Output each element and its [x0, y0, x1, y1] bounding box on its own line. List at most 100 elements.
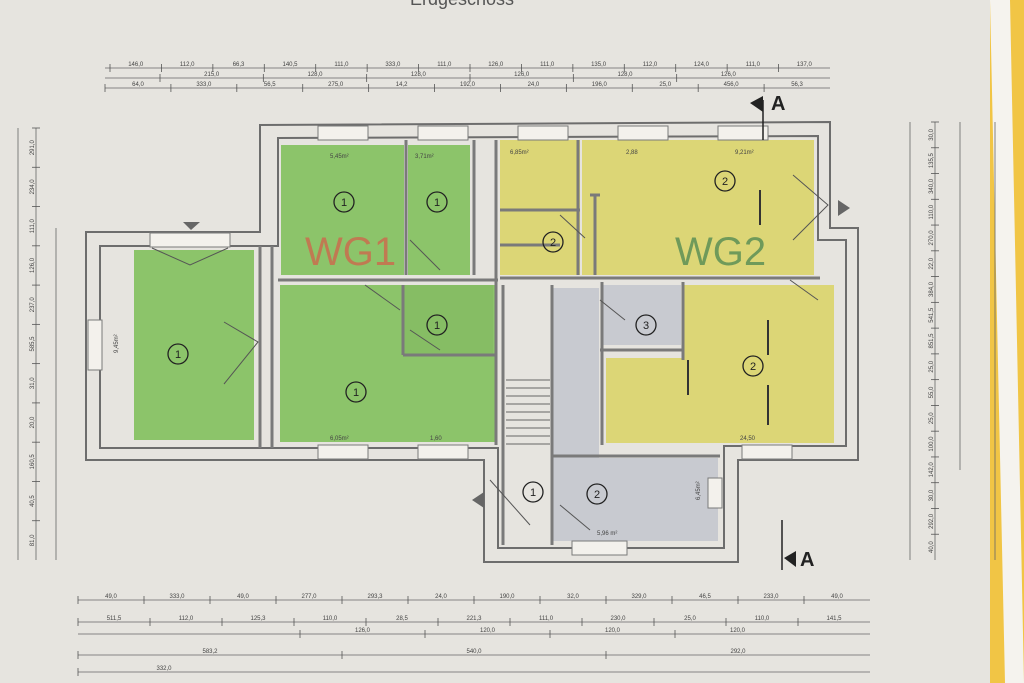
- dimension-value: 192,0: [460, 82, 476, 88]
- dimension-value: 46,5: [699, 594, 711, 600]
- room-wg2-b: [582, 140, 814, 275]
- dimension-value: 190,0: [499, 594, 515, 600]
- dimension-value: 81,0: [30, 534, 36, 546]
- room-number: 2: [550, 237, 556, 249]
- room-number: 1: [175, 349, 181, 361]
- unit-label-wg1: WG1: [305, 230, 396, 274]
- dimension-value: 40,5: [30, 495, 36, 507]
- dimension-value: 112,0: [179, 616, 194, 622]
- hall-lower: [553, 458, 718, 541]
- dimension-value: 24,0: [528, 82, 540, 88]
- dimension-value: 55,0: [929, 386, 935, 398]
- room-area-labels: 5,45m² 3,71m² 1,60 6,05m² 9,45m² 6,85m² …: [114, 150, 756, 537]
- entry-marker-right: [838, 200, 850, 216]
- area-label: 6,85m²: [510, 150, 529, 156]
- area-label: 6,05m²: [330, 436, 349, 442]
- section-marker-top: A: [750, 93, 785, 140]
- dimension-value: 233,0: [763, 594, 779, 600]
- doors: [151, 174, 829, 531]
- section-label: A: [800, 549, 814, 571]
- entry-marker-bottom: [472, 492, 484, 508]
- dimension-value: 111,0: [437, 62, 452, 68]
- dimension-value: 28,5: [396, 616, 408, 622]
- dimension-value: 140,5: [282, 62, 298, 68]
- dimension-value: 22,0: [929, 257, 935, 269]
- dimension-value: 128,0: [411, 72, 427, 78]
- dimension-value: 333,0: [385, 62, 401, 68]
- dimension-value: 20,0: [30, 416, 36, 428]
- dimension-value: 126,0: [30, 257, 36, 273]
- dimension-value: 120,0: [730, 628, 746, 634]
- dimension-value: 583,2: [202, 649, 218, 655]
- dimension-value: 291,0: [30, 139, 36, 155]
- dimension-value: 112,0: [180, 62, 195, 68]
- area-label: 6,45m²: [696, 481, 702, 500]
- dimension-value: 221,3: [466, 616, 482, 622]
- room-number-markers: [167, 170, 764, 505]
- room-number: 1: [434, 320, 440, 332]
- dimension-value: 237,0: [30, 297, 36, 313]
- dimension-value: 511,5: [107, 616, 122, 622]
- dimension-value: 110,0: [755, 616, 770, 622]
- left-dimensions: 291,0234,0111,0126,0237,0585,531,020,016…: [30, 139, 36, 546]
- room-number: 2: [722, 176, 728, 188]
- dimension-value: 384,0: [929, 281, 935, 297]
- room-number: 1: [341, 197, 347, 209]
- dimension-value: 215,0: [204, 72, 220, 78]
- room-wg2-e: [606, 358, 686, 443]
- dimension-value: 292,0: [929, 513, 935, 529]
- dimension-value: 292,0: [730, 649, 746, 655]
- wg2-rooms: [500, 140, 834, 443]
- area-label: 2,88: [626, 150, 638, 156]
- area-label: 5,45m²: [330, 154, 349, 160]
- dimension-value: 128,0: [617, 72, 633, 78]
- dimension-value: 160,5: [30, 454, 36, 470]
- dimension-value: 25,0: [929, 412, 935, 424]
- interior-walls: [258, 140, 820, 545]
- dimension-value: 234,0: [30, 179, 36, 195]
- room-wg1-e: [134, 250, 254, 440]
- dimension-value: 25,0: [684, 616, 696, 622]
- dimension-value: 111,0: [540, 62, 555, 68]
- dimension-value: 333,0: [196, 82, 212, 88]
- area-label: 9,45m²: [114, 334, 120, 353]
- area-label: 3,71m²: [415, 154, 434, 160]
- room-number: 1: [353, 387, 359, 399]
- stairs: [506, 379, 550, 445]
- dimension-value: 585,5: [30, 336, 36, 352]
- right-dimensions: 30,0135,5340,0110,0270,022,0384,0541,585…: [929, 128, 935, 553]
- dimension-value: 49,0: [105, 594, 117, 600]
- dimension-value: 25,0: [659, 82, 671, 88]
- dimension-value: 112,0: [643, 62, 658, 68]
- room-number: 2: [750, 361, 756, 373]
- dimension-value: 32,0: [567, 594, 579, 600]
- room-numbers: 1 1 1 1 1 2 2 2 3 1 2: [175, 176, 756, 501]
- area-label: 1,60: [430, 436, 442, 442]
- area-label: 24,50: [740, 436, 756, 442]
- windows: [87, 125, 793, 556]
- room-number: 2: [594, 489, 600, 501]
- dimension-value: 146,0: [128, 62, 144, 68]
- dimension-value: 230,0: [610, 616, 626, 622]
- area-label: 9,21m²: [735, 150, 754, 156]
- dimension-value: 49,0: [237, 594, 249, 600]
- dimension-value: 111,0: [30, 218, 36, 233]
- dimension-value: 135,0: [591, 62, 607, 68]
- section-marker-bottom: A: [781, 520, 814, 571]
- dimension-value: 135,5: [929, 152, 935, 168]
- room-number: 3: [643, 320, 649, 332]
- dimension-value: 277,0: [301, 594, 317, 600]
- dimension-value: 120,0: [605, 628, 621, 634]
- room-wg1-a: [281, 145, 404, 275]
- dimension-value: 64,0: [132, 82, 144, 88]
- dimension-value: 30,0: [929, 128, 935, 140]
- dimension-value: 333,0: [169, 594, 185, 600]
- dimension-value: 270,0: [929, 230, 935, 246]
- room-wg1-b: [408, 145, 470, 275]
- dimension-value: 111,0: [746, 62, 761, 68]
- dimension-value: 332,0: [156, 666, 172, 672]
- dimension-value: 24,0: [435, 594, 447, 600]
